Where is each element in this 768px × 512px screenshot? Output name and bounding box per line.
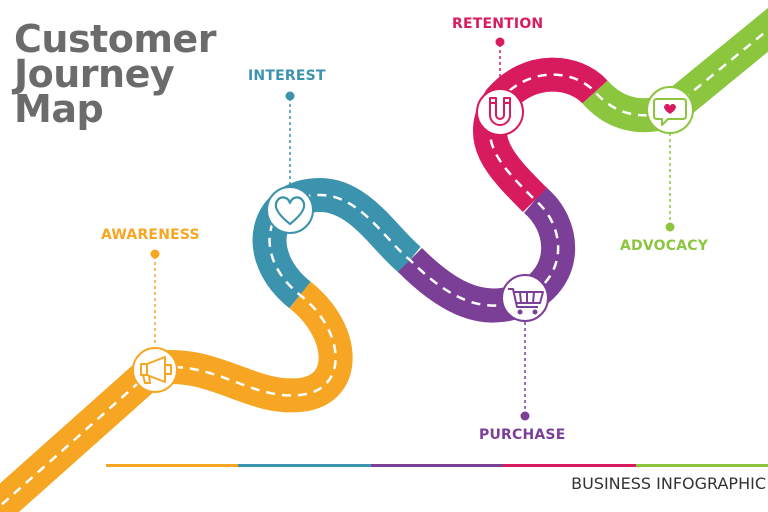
retention-dot	[495, 37, 505, 47]
title-line-1: Customer	[14, 17, 216, 61]
stage-label-purchase: PURCHASE	[479, 427, 566, 443]
stage-label-advocacy: ADVOCACY	[620, 238, 709, 254]
stage-label-interest: INTEREST	[248, 68, 326, 84]
stage-label-retention: RETENTION	[452, 16, 544, 32]
awareness-dot	[150, 249, 160, 259]
footer-bar-purchase	[370, 464, 504, 467]
footer-bar-advocacy	[635, 464, 768, 467]
footer-color-bar	[106, 464, 768, 467]
heart-icon	[266, 186, 314, 234]
footer-bar-retention	[503, 464, 636, 467]
speech-bubble-heart-icon	[646, 86, 694, 134]
footer-text: BUSINESS INFOGRAPHIC	[571, 474, 766, 493]
title-line-3: Map	[14, 87, 104, 131]
megaphone-icon	[132, 347, 178, 393]
magnet-icon	[476, 88, 524, 136]
road-center-line	[0, 28, 768, 508]
shopping-cart-icon	[501, 274, 549, 322]
footer-bar-awareness	[106, 464, 239, 467]
title-line-2: Journey	[14, 52, 175, 96]
stage-label-awareness: AWARENESS	[101, 227, 200, 243]
road-segment-awareness	[0, 281, 353, 512]
page-title: Customer Journey Map	[14, 17, 216, 131]
purchase-dot	[520, 411, 530, 421]
interest-dot	[285, 91, 295, 101]
advocacy-dot	[665, 222, 675, 232]
footer-bar-interest	[238, 464, 371, 467]
